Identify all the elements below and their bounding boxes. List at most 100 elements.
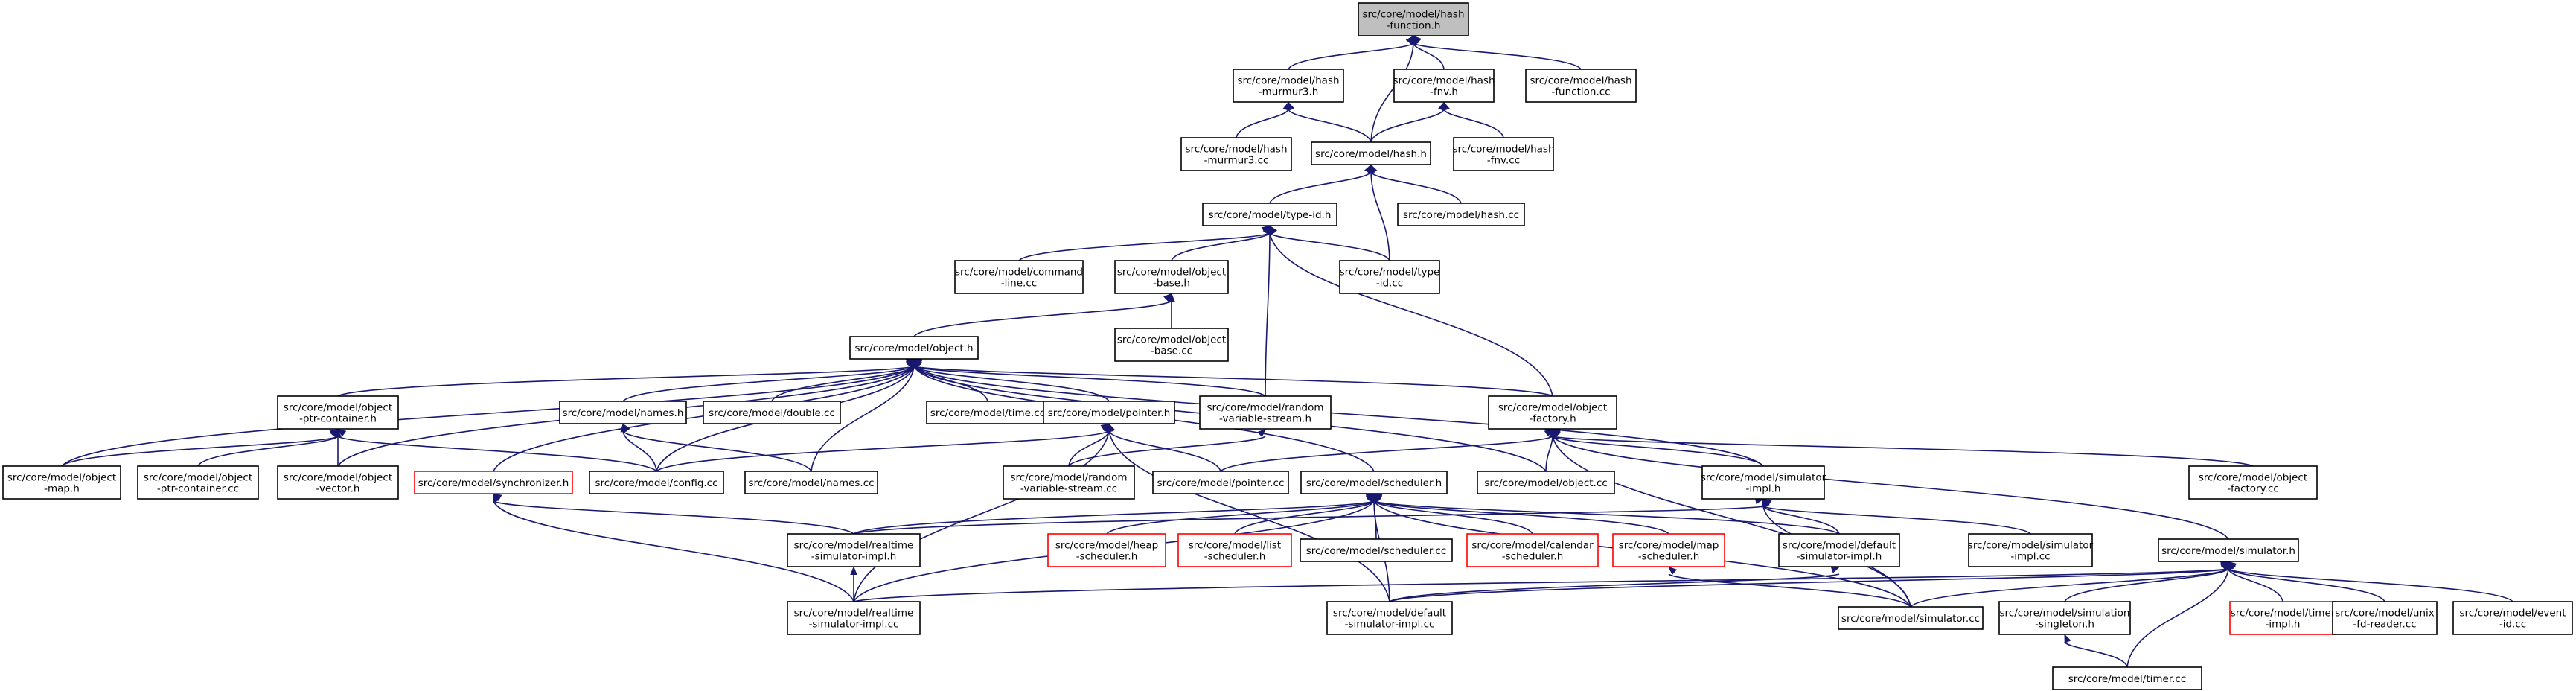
node-default_simulator_impl_h[interactable]: src/core/model/default-simulator-impl.h [1778,533,1900,567]
node-label-line: src/core/model/object [1117,334,1226,346]
node-time_cc[interactable]: src/core/model/time.cc [926,401,1049,424]
node-box [137,465,259,500]
node-command_line_cc[interactable]: src/core/model/command-line.cc [954,260,1084,294]
node-label-line: -singleton.h [2035,619,2094,631]
node-object_vector_h[interactable]: src/core/model/object-vector.h [277,465,399,500]
edge-line [1236,109,1289,138]
node-object_factory_h[interactable]: src/core/model/object-factory.h [1488,395,1617,430]
edge-line [913,366,1110,402]
node-box [1998,601,2131,635]
node-type_id_cc[interactable]: src/core/model/type-id.cc [1339,260,1440,294]
edge-simulator_impl_h-simulator_impl_cc [1762,498,2031,535]
node-label-line: src/core/model/hash [1530,75,1631,87]
node-label-line: -simulator-impl.cc [1345,619,1435,631]
node-label-line: -simulator-impl.h [1797,551,1882,563]
node-simulator_impl_h[interactable]: src/core/model/simulator-impl.h [1701,465,1826,500]
node-label-line: -factory.cc [2227,483,2279,495]
edge-line [1370,42,1414,143]
node-realtime_simulator_impl_cc[interactable]: src/core/model/realtime-simulator-impl.c… [787,601,921,635]
node-timer_cc[interactable]: src/core/model/timer.cc [2052,666,2202,690]
edge-arrowhead [1761,498,1768,508]
node-double_cc[interactable]: src/core/model/double.cc [703,401,841,424]
node-object_ptr_container_h[interactable]: src/core/model/object-ptr-container.h [277,395,399,430]
edge-synchronizer_h-realtime_simulator_impl_cc [493,493,854,602]
node-hash_cc[interactable]: src/core/model/hash.cc [1397,203,1525,226]
node-object_factory_cc[interactable]: src/core/model/object-factory.cc [2188,465,2318,500]
node-box [1152,471,1289,494]
node-object_base_h[interactable]: src/core/model/object-base.h [1114,260,1229,294]
edge-line [1269,232,1390,261]
edge-line [337,436,657,472]
node-default_simulator_impl_cc[interactable]: src/core/model/default-simulator-impl.cc [1326,601,1453,635]
node-box [2,465,121,500]
node-simulator_cc[interactable]: src/core/model/simulator.cc [1838,606,1984,630]
node-pointer_cc[interactable]: src/core/model/pointer.cc [1152,471,1289,494]
node-calendar_scheduler_h[interactable]: src/core/model/calendar-scheduler.h [1466,533,1599,567]
node-type_id_h[interactable]: src/core/model/type-id.h [1202,203,1337,226]
node-config_cc[interactable]: src/core/model/config.cc [589,471,724,494]
node-simulator_h[interactable]: src/core/model/simulator.h [2158,538,2299,562]
node-label-line: src/core/model/hash [1452,144,1554,156]
node-box [1453,137,1554,171]
node-box [277,465,399,500]
node-label-line: -base.h [1153,278,1190,290]
node-simulation_singleton_h[interactable]: src/core/model/simulation-singleton.h [1998,601,2131,635]
node-object_map_h[interactable]: src/core/model/object-map.h [2,465,121,500]
node-box [2229,601,2336,635]
edge-object_base_h-object_h [913,293,1172,337]
node-hash_fnv_h[interactable]: src/core/model/hash-fnv.h [1393,69,1495,103]
node-synchronizer_h[interactable]: src/core/model/synchronizer.h [414,471,573,494]
node-object_cc[interactable]: src/core/model/object.cc [1477,471,1615,494]
node-label-line: src/core/model/config.cc [595,477,717,489]
node-random_variable_stream_h[interactable]: src/core/model/random-variable-stream.h [1199,395,1332,430]
node-names_h[interactable]: src/core/model/names.h [559,401,687,424]
edge-line [913,366,1553,397]
node-heap_scheduler_h[interactable]: src/core/model/heap-scheduler.h [1047,533,1166,567]
node-box [1202,203,1337,226]
node-timer_impl_h[interactable]: src/core/model/timer-impl.h [2229,601,2336,635]
node-pointer_h[interactable]: src/core/model/pointer.h [1043,401,1175,424]
node-label-line: src/core/model/default [1333,608,1446,620]
node-names_cc[interactable]: src/core/model/names.cc [744,471,878,494]
node-random_variable_stream_cc[interactable]: src/core/model/random-variable-stream.cc [1003,465,1135,500]
node-box [1311,141,1431,165]
node-scheduler_cc[interactable]: src/core/model/scheduler.cc [1300,538,1453,562]
node-label-line: src/core/model/scheduler.h [1306,477,1442,489]
edge-map_scheduler_h-simulator_cc [1667,566,1911,608]
node-hash_function_h[interactable]: src/core/model/hash-function.h [1358,2,1469,36]
edge-line [1171,232,1271,261]
node-hash_h[interactable]: src/core/model/hash.h [1311,141,1431,165]
node-label-line: -murmur3.h [1259,86,1319,98]
edge-line [1265,232,1271,397]
node-event_id_cc[interactable]: src/core/model/event-id.cc [2452,601,2573,635]
node-box [1358,2,1469,36]
node-realtime_simulator_impl_h[interactable]: src/core/model/realtime-simulator-impl.h [787,533,921,567]
node-simulator_impl_cc[interactable]: src/core/model/simulator-impl.cc [1968,533,2094,567]
node-hash_function_cc[interactable]: src/core/model/hash-function.cc [1525,69,1637,103]
edge-arrowhead [913,358,922,368]
edge-line [1668,573,1911,608]
node-unix_fd_reader_cc[interactable]: src/core/model/unix-fd-reader.cc [2332,601,2438,635]
node-scheduler_h[interactable]: src/core/model/scheduler.h [1300,471,1448,494]
node-hash_murmur3_cc[interactable]: src/core/model/hash-murmur3.cc [1180,137,1292,171]
node-box [1612,533,1725,567]
node-hash_murmur3_h[interactable]: src/core/model/hash-murmur3.h [1233,69,1344,103]
node-map_scheduler_h[interactable]: src/core/model/map-scheduler.h [1612,533,1725,567]
node-object_h[interactable]: src/core/model/object.h [849,336,979,360]
edge-line [853,568,2229,602]
node-object_ptr_container_cc[interactable]: src/core/model/object-ptr-container.cc [137,465,259,500]
node-label-line: src/core/model/double.cc [709,407,835,419]
node-label-line: -impl.h [1746,483,1781,495]
edge-line [1370,109,1445,143]
node-label-line: src/core/model/time.cc [930,407,1045,419]
node-hash_fnv_cc[interactable]: src/core/model/hash-fnv.cc [1452,137,1555,171]
node-object_base_cc[interactable]: src/core/model/object-base.cc [1114,328,1229,362]
node-label-line: -id.cc [1376,278,1403,290]
node-box [2188,465,2318,500]
node-label-line: src/core/model/hash.cc [1403,209,1519,221]
edge-arrowhead [1257,428,1266,438]
node-list_scheduler_h[interactable]: src/core/model/list-scheduler.h [1177,533,1292,567]
edge-arrowhead [1667,566,1678,575]
node-label-line: src/core/model/object.h [854,343,973,354]
